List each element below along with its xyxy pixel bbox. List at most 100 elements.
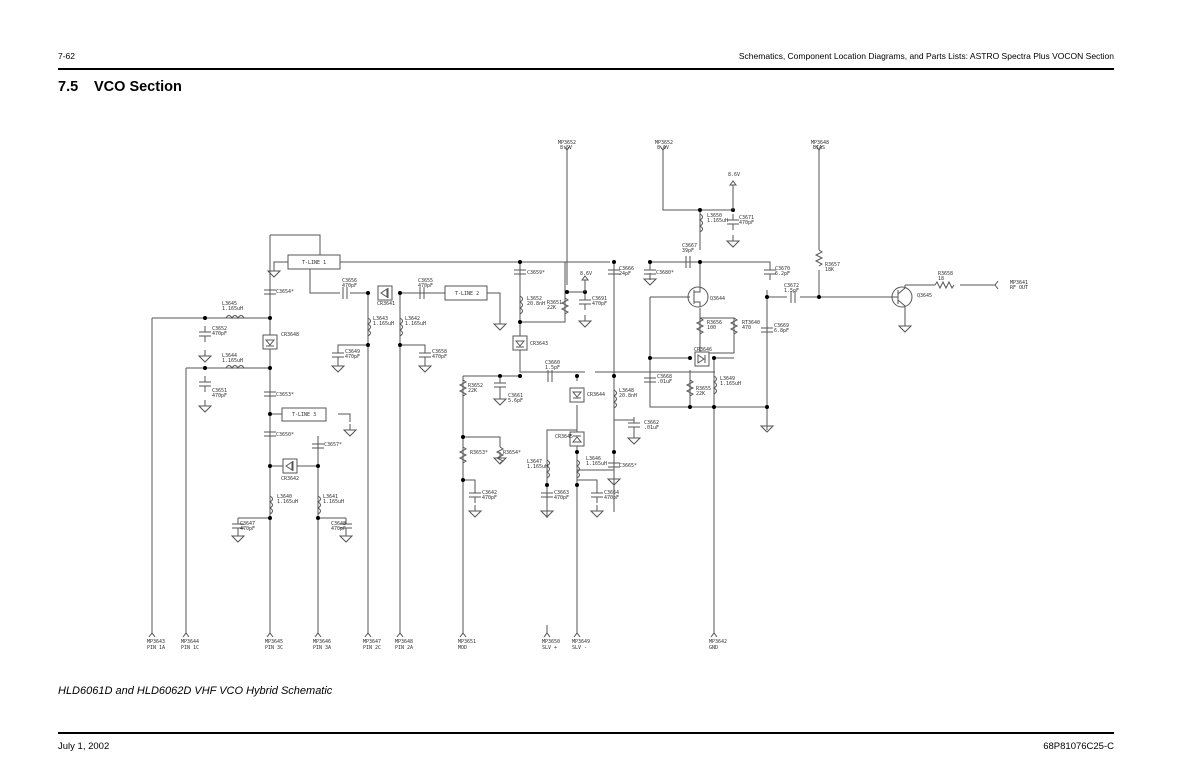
label-r3653: R3653* [470, 450, 488, 456]
svg-text:1.165uH: 1.165uH [222, 358, 243, 364]
svg-text:CR3644: CR3644 [587, 392, 605, 398]
svg-text:MP3652: MP3652 [558, 140, 576, 146]
figure-caption: HLD6061D and HLD6062D VHF VCO Hybrid Sch… [58, 685, 333, 697]
svg-text:PIN 1A: PIN 1A [147, 645, 165, 651]
svg-text:C3663: C3663 [554, 490, 569, 496]
label-cr3645: CR3645 [555, 434, 573, 440]
svg-text:MP3647: MP3647 [363, 639, 381, 645]
svg-text:1.165uH: 1.165uH [373, 321, 394, 327]
supply-8v6-a: 8.6V [580, 271, 592, 292]
svg-text:1.165uH: 1.165uH [707, 218, 728, 224]
svg-text:L3640: L3640 [277, 494, 292, 500]
svg-text:1.165uH: 1.165uH [277, 499, 298, 505]
svg-text:Q3645: Q3645 [917, 293, 932, 299]
svg-text:PIN 2A: PIN 2A [395, 645, 413, 651]
svg-text:C3661: C3661 [508, 393, 523, 399]
svg-text:22K: 22K [547, 305, 556, 311]
svg-text:CR3642: CR3642 [281, 476, 299, 482]
tline-2: T-LINE 2 [444, 285, 488, 301]
svg-text:RF OUT: RF OUT [1010, 285, 1028, 291]
svg-text:L3641: L3641 [323, 494, 338, 500]
svg-text:8.6V: 8.6V [560, 145, 572, 151]
svg-text:C3649: C3649 [345, 349, 360, 355]
svg-text:T-LINE 3: T-LINE 3 [292, 412, 316, 418]
svg-text:C3653*: C3653* [276, 392, 294, 398]
svg-text:C3669: C3669 [774, 323, 789, 329]
svg-text:L3650: L3650 [707, 213, 722, 219]
svg-text:100: 100 [707, 325, 716, 331]
svg-text:8.6V: 8.6V [657, 145, 669, 151]
svg-text:C3652: C3652 [212, 326, 227, 332]
svg-text:R3656: R3656 [707, 320, 722, 326]
svg-text:C3662: C3662 [644, 420, 659, 426]
svg-text:MP3649: MP3649 [572, 639, 590, 645]
svg-text:C3665*: C3665* [619, 463, 637, 469]
svg-text:PIN 3A: PIN 3A [313, 645, 331, 651]
svg-text:470pF: 470pF [212, 331, 227, 337]
svg-text:1.5pF: 1.5pF [784, 288, 799, 294]
svg-text:.01uF: .01uF [644, 425, 659, 431]
tline-3: T-LINE 3 [281, 407, 327, 422]
svg-text:R3652: R3652 [468, 383, 483, 389]
svg-text:CR3646: CR3646 [694, 347, 712, 353]
svg-text:CR3643: CR3643 [530, 341, 548, 347]
label-cr3648: CR3648 [281, 332, 299, 338]
svg-text:L3643: L3643 [373, 316, 388, 322]
svg-text:MP3643: MP3643 [147, 639, 165, 645]
svg-text:CR3641: CR3641 [377, 301, 395, 307]
tline-1: T-LINE 1 [287, 254, 341, 270]
svg-text:L3648: L3648 [619, 388, 634, 394]
svg-text:L3645: L3645 [222, 301, 237, 307]
svg-text:R3653*: R3653* [470, 450, 488, 456]
label-c3680: C3680* [656, 270, 674, 276]
svg-text:1.165uH: 1.165uH [527, 464, 548, 470]
label-c3668: C3668.01uF [657, 374, 672, 385]
label-q3645: Q3645 [917, 293, 932, 299]
svg-text:39pF: 39pF [682, 248, 694, 254]
page-number: 7-62 [58, 51, 76, 61]
svg-text:MP3650: MP3650 [542, 639, 560, 645]
svg-text:470pF: 470pF [418, 283, 433, 289]
series-capacitors [342, 256, 796, 382]
svg-text:R3655: R3655 [696, 386, 711, 392]
svg-text:470pF: 470pF [331, 526, 346, 532]
label-r3654: R3654* [503, 450, 521, 456]
svg-text:L3647: L3647 [527, 459, 542, 465]
svg-text:R3654*: R3654* [503, 450, 521, 456]
svg-text:MP3651: MP3651 [458, 639, 476, 645]
svg-text:L3652: L3652 [527, 296, 542, 302]
svg-text:T-LINE 2: T-LINE 2 [455, 291, 479, 297]
svg-text:.01uF: .01uF [657, 379, 672, 385]
supply-8v6-b: 8.6V [728, 172, 740, 210]
svg-text:1.5pF: 1.5pF [545, 365, 560, 371]
svg-text:R3651: R3651 [547, 300, 562, 306]
svg-text:T-LINE 1: T-LINE 1 [302, 260, 326, 266]
svg-text:CR3648: CR3648 [281, 332, 299, 338]
label-c3653: C3653* [276, 392, 294, 398]
svg-text:6.2pF: 6.2pF [775, 271, 790, 277]
